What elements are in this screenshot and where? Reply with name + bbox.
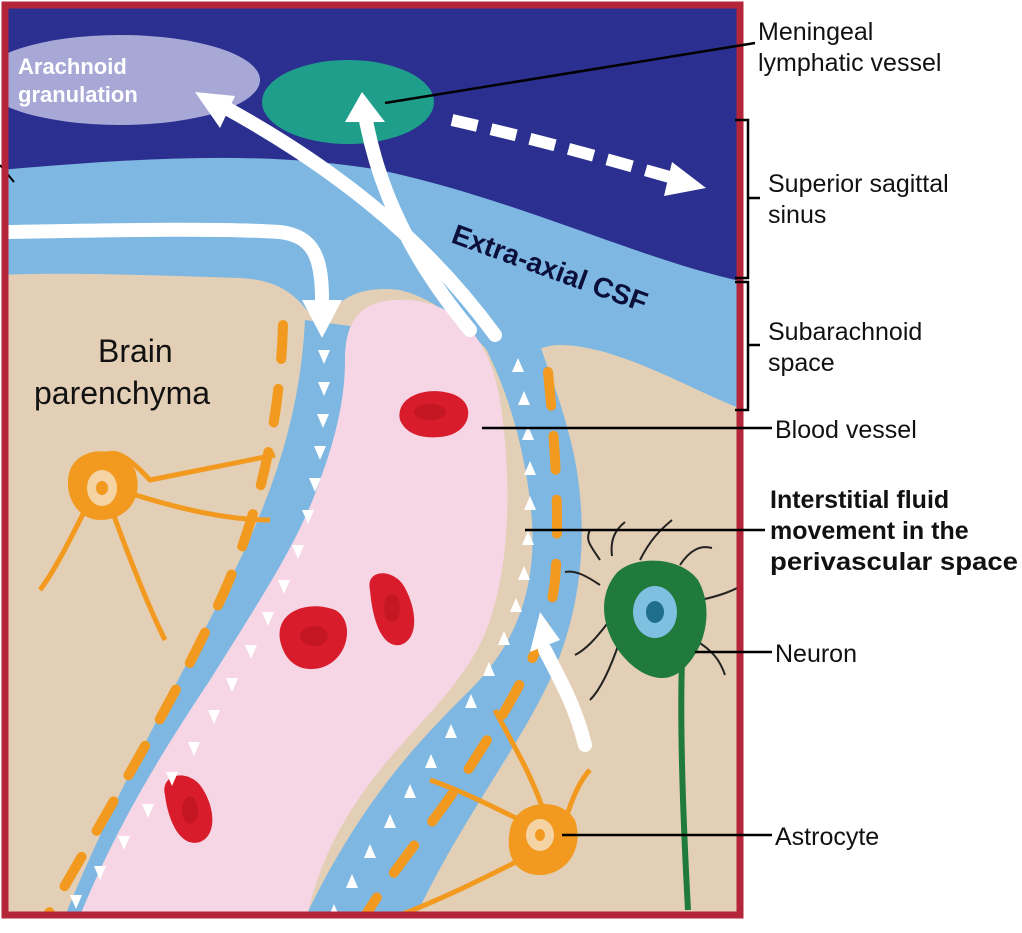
astrocyte-endfeet [42,320,563,915]
sinus-label-line2: sinus [768,201,826,229]
astrocyte-right [399,708,592,915]
arrow-heads [195,92,560,652]
blood-vessel-shape [80,299,508,915]
sinus-arrowhead [664,162,706,196]
blood-vessel-label: Blood vessel [775,416,917,444]
red-blood-cell-center [384,594,400,622]
interstitial-label-line3: perivascular space [770,548,1018,576]
anatomy-layers: Arachnoid granulation Brain parenchyma E… [5,5,740,915]
astrocyte-left [37,450,276,642]
isf-arrowhead [530,612,560,652]
right-endfeet-line [359,367,563,915]
arachnoid-granulation-shape [5,35,260,125]
arachnoid-arrowhead [195,92,235,128]
interstitial-label-line2: movement in the [770,517,969,545]
arachnoid-efflux-arrow [208,95,502,342]
interstitial-label-line1: Interstitial fluid [770,486,949,514]
arachnoid-granulation-label-line2: granulation [18,82,138,107]
isf-outflow-arrow [538,643,592,752]
lymphatic-arrowhead [345,92,385,122]
arachnoid-granulation-label-line1: Arachnoid [18,54,127,79]
subarachnoid-label-line1: Subarachnoid [768,318,922,346]
meningeal-lymphatic-vessel-shape [262,60,434,144]
astrocyte-nucleolus [96,481,108,495]
astrocyte-nucleolus [535,829,545,841]
right-perivascular-space [306,320,582,915]
subarachnoid-label-line2: space [768,349,835,377]
csf-flow-arrows [5,95,592,752]
red-blood-cell-center [414,404,446,420]
sinus-flow-arrow [450,114,706,196]
red-blood-cell-center [182,796,198,824]
red-blood-cells [164,391,469,843]
neuron-axon [678,659,691,911]
meningeal-label-line2: lymphatic vessel [758,49,941,77]
neuron [564,519,740,911]
neuron-nucleolus [646,601,664,623]
neuron-dendrites [564,519,740,701]
diagram-frame [1,1,744,919]
brain-parenchyma-label-line2: parenchyma [34,375,210,411]
brain-parenchyma-label-line1: Brain [98,333,173,369]
perivascular-flow-markers [70,350,536,915]
meningeal-callout-line [384,41,756,105]
csf-inflow-arrow [5,222,329,307]
neuron-label: Neuron [775,640,857,668]
astrocyte-process [399,708,592,915]
left-perivascular-space [65,320,380,915]
callout-lines [384,41,772,837]
astrocyte-process [37,450,276,642]
astrocyte-label: Astrocyte [775,823,879,851]
sinus-dashed-arrow [450,114,682,186]
red-blood-cell-center [300,626,328,646]
meningeal-label-line1: Meningeal [758,18,873,46]
left-endfeet-line [42,320,288,915]
lymphatic-efflux-arrow [358,108,477,337]
sinus-label-line1: Superior sagittal [768,170,949,198]
csf-inflow-arrowhead [302,300,342,338]
